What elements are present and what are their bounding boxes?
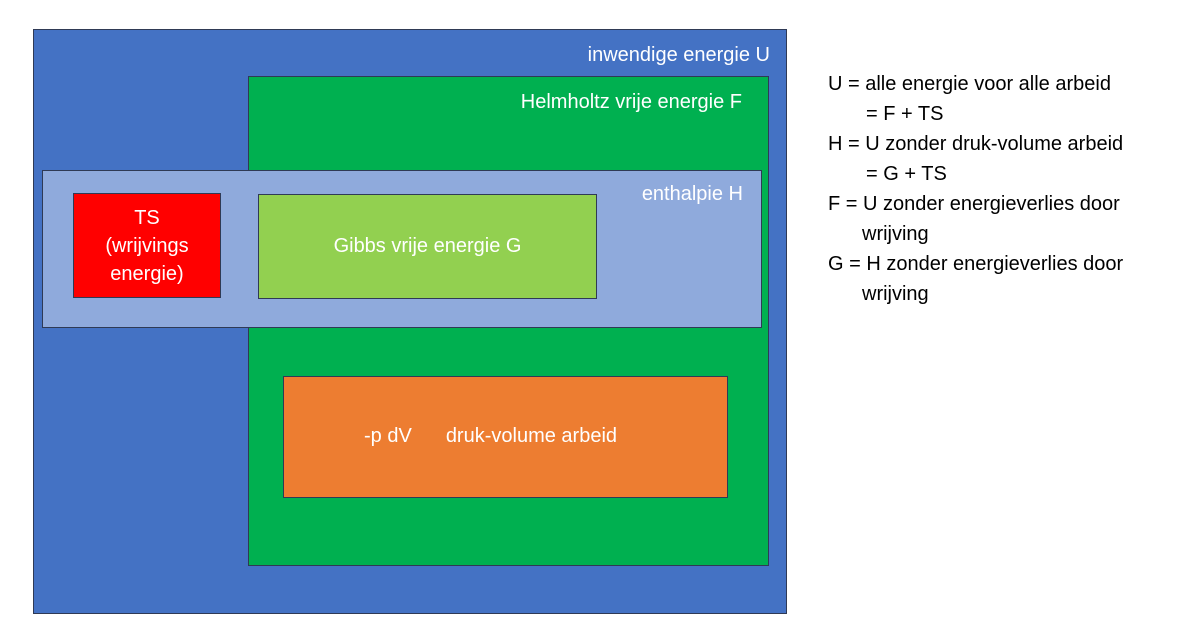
ts-line-1: TS (134, 207, 160, 229)
pressure-volume-work-box: -p dV druk-volume arbeid (283, 376, 728, 498)
legend-line-u: U = alle energie voor alle arbeid (828, 73, 1111, 95)
legend-line-f: F = U zonder energieverlies door (828, 193, 1120, 215)
legend-line-h-eq: = G + TS (866, 163, 947, 185)
legend-line-g-cont: wrijving (862, 283, 929, 305)
pdv-symbol: -p dV (364, 425, 412, 447)
legend-line-g: G = H zonder energieverlies door (828, 253, 1124, 275)
legend-line-h: H = U zonder druk-volume arbeid (828, 133, 1124, 155)
enthalpy-label: enthalpie H (641, 183, 743, 205)
ts-box: TS (wrijvings energie) (73, 193, 221, 298)
pdv-text: druk-volume arbeid (445, 425, 618, 447)
gibbs-box: Gibbs vrije energie G (258, 194, 597, 299)
legend-line-f-cont: wrijving (862, 223, 929, 245)
helmholtz-label: Helmholtz vrije energie F (520, 91, 742, 113)
inner-energy-label: inwendige energie U (587, 44, 770, 66)
legend: U = alle energie voor alle arbeid = F + … (828, 69, 1123, 309)
ts-line-2: (wrijvings (105, 235, 189, 257)
pressure-volume-work-label: -p dV druk-volume arbeid (364, 425, 617, 448)
ts-label: TS (wrijvings energie) (74, 204, 220, 288)
ts-line-3: energie) (110, 263, 184, 285)
gibbs-label: Gibbs vrije energie G (333, 235, 522, 257)
legend-line-u-eq: = F + TS (866, 103, 944, 125)
